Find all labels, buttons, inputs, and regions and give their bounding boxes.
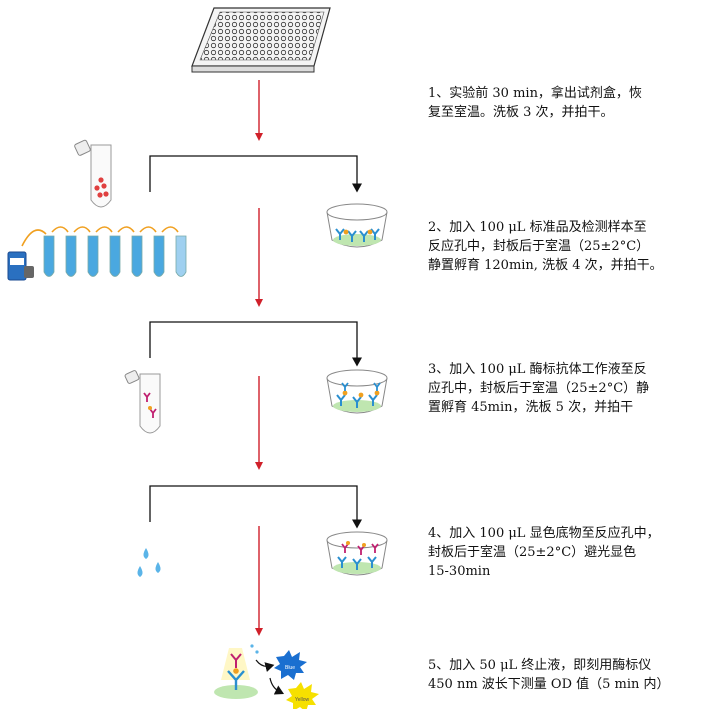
step-3-text: 3、加入 100 μL 酶标抗体工作液至反 应孔中，封板后于室温（25±2°C）…	[428, 362, 650, 415]
step-4-text: 4、加入 100 μL 显色底物至反应孔中， 封板后于室温（25±2°C）避光显…	[428, 526, 660, 579]
blue-burst-label: Blue	[285, 665, 295, 671]
reaction-well-1-icon	[326, 203, 388, 248]
yellow-burst-label: Yellow	[295, 697, 310, 703]
substrate-droplets-icon	[137, 548, 161, 577]
step-5-text: 5、加入 50 μL 终止液，即刻用酶标仪 450 nm 波长下测量 OD 值（…	[428, 658, 670, 692]
serial-dilution-icon	[7, 226, 187, 281]
reaction-well-2-icon	[326, 369, 388, 414]
reaction-well-3-icon	[326, 531, 388, 576]
detection-reaction-icon	[214, 644, 319, 709]
blue-burst-icon	[274, 650, 307, 680]
step-2-text: 2、加入 100 μL 标准品及检测样本至 反应孔中，封板后于室温（25±2°C…	[428, 220, 663, 273]
yellow-burst-icon	[286, 682, 319, 709]
connector-3	[149, 485, 362, 529]
connector-1	[149, 155, 362, 193]
connector-2	[149, 321, 362, 367]
sample-tube-icon	[74, 139, 112, 208]
stock-vial-icon	[7, 251, 27, 281]
microplate-icon	[191, 7, 331, 73]
step-1-text: 1、实验前 30 min，拿出试剂盒，恢 复至室温。洗板 3 次，并拍干。	[428, 86, 642, 120]
antibody-tube-icon	[124, 370, 161, 434]
